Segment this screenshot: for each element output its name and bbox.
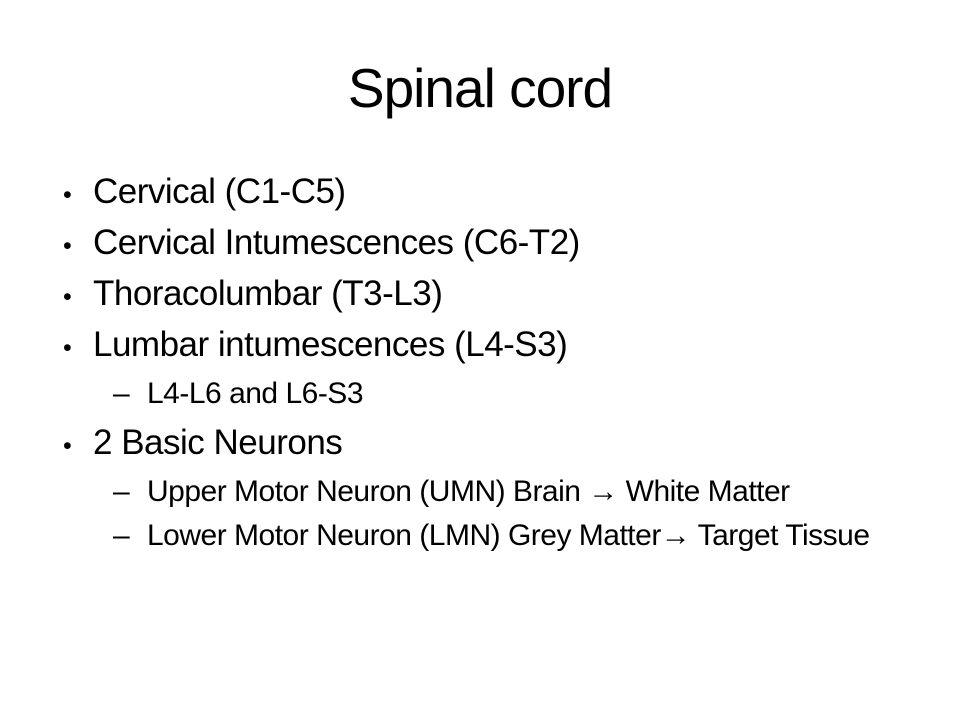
bullet-item: • Thoracolumbar (T3-L3) bbox=[63, 270, 873, 321]
dash-icon: – bbox=[113, 475, 130, 508]
bullet-text: 2 Basic Neurons bbox=[93, 423, 343, 462]
bullet-text: Lower Motor Neuron (LMN) Grey Matter→ Ta… bbox=[147, 519, 870, 552]
bullet-text: Lumbar intumescences (L4-S3) bbox=[93, 325, 568, 364]
bullet-item: • 2 Basic Neurons bbox=[63, 419, 873, 470]
bullet-text: Upper Motor Neuron (UMN) Brain → White M… bbox=[147, 475, 790, 508]
bullet-text: Cervical (C1-C5) bbox=[93, 172, 346, 211]
sub-bullet-item: – Lower Motor Neuron (LMN) Grey Matter→ … bbox=[63, 517, 873, 555]
dash-icon: – bbox=[113, 377, 130, 410]
bullet-item: • Cervical Intumescences (C6-T2) bbox=[63, 219, 873, 270]
bullet-icon: • bbox=[63, 283, 72, 311]
bullet-item: • Lumbar intumescences (L4-S3) bbox=[63, 321, 873, 372]
slide-title: Spinal cord bbox=[347, 57, 613, 119]
bullet-icon: • bbox=[63, 181, 72, 209]
bullet-item: • Cervical (C1-C5) bbox=[63, 168, 873, 219]
bullet-text: Thoracolumbar (T3-L3) bbox=[93, 274, 443, 313]
bullet-icon: • bbox=[63, 334, 72, 362]
dash-icon: – bbox=[113, 519, 130, 552]
sub-bullet-item: – L4-L6 and L6-S3 bbox=[63, 375, 873, 413]
bullet-icon: • bbox=[63, 432, 72, 460]
sub-bullet-item: – Upper Motor Neuron (UMN) Brain → White… bbox=[63, 473, 873, 511]
bullet-list: • Cervical (C1-C5) • Cervical Intumescen… bbox=[63, 168, 873, 561]
bullet-icon: • bbox=[63, 232, 72, 260]
bullet-text: L4-L6 and L6-S3 bbox=[147, 377, 364, 410]
bullet-text: Cervical Intumescences (C6-T2) bbox=[93, 223, 580, 262]
